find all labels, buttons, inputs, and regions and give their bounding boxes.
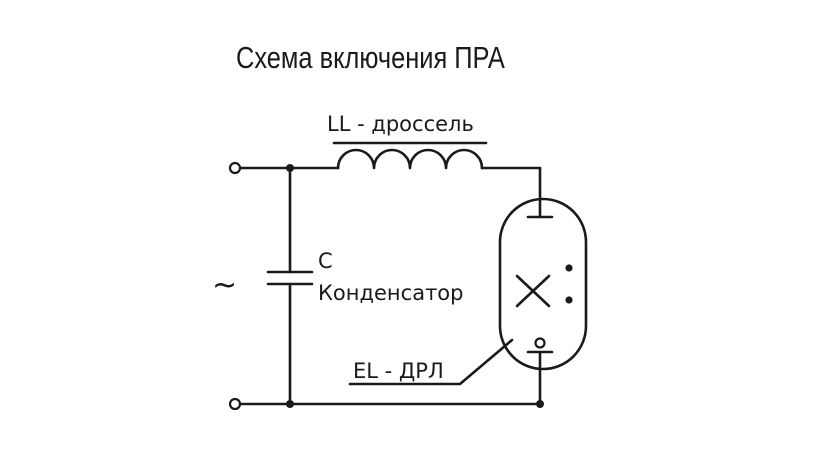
lamp-symbol: [498, 166, 588, 406]
diagram-title: Схема включения ПРА: [236, 40, 505, 75]
terminal-top: [228, 161, 242, 175]
inductor-label: LL - дроссель: [327, 112, 474, 136]
lamp-label: EL - ДРЛ: [353, 359, 444, 383]
capacitor-symbol: [266, 166, 314, 406]
terminal-bottom: [228, 397, 242, 411]
capacitor-name-label: Конденсатор: [318, 281, 463, 305]
ac-source-symbol: ~: [212, 268, 237, 303]
inductor-symbol: [332, 141, 542, 170]
lamp-leader-line: [348, 338, 514, 386]
capacitor-symbol-label: C: [318, 249, 333, 273]
